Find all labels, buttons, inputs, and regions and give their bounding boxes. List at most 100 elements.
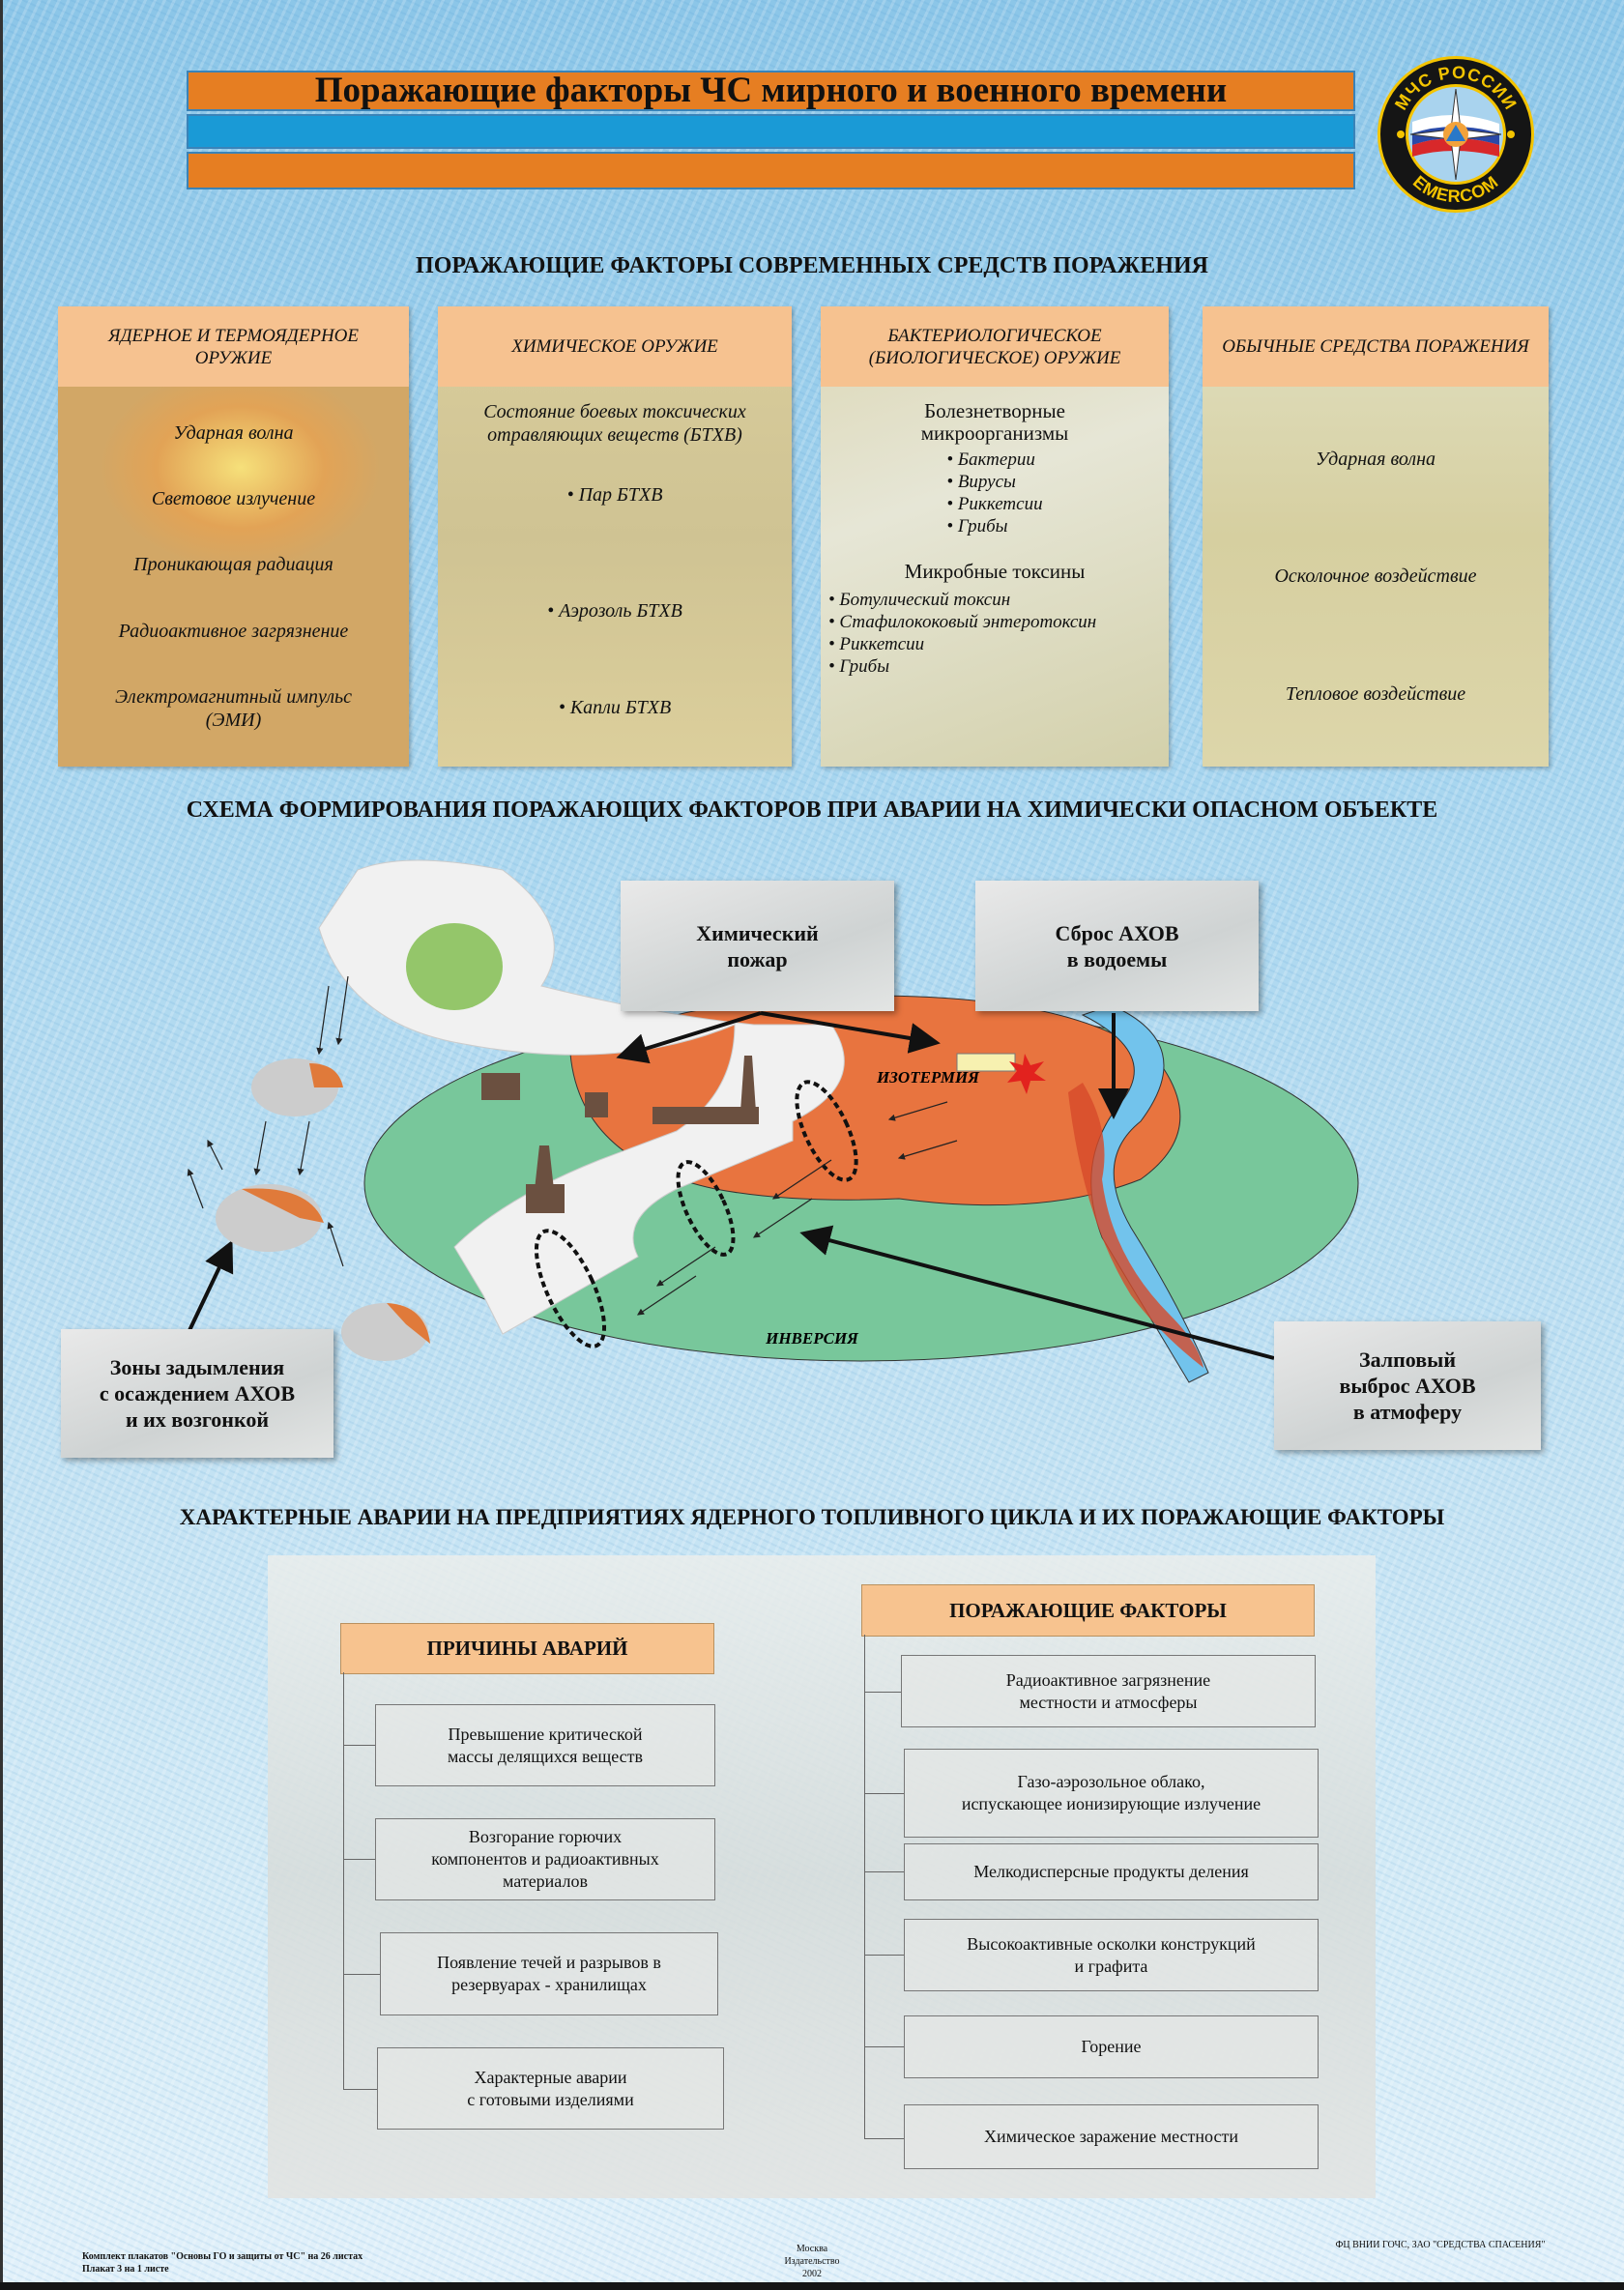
card-title: ЯДЕРНОЕ И ТЕРМОЯДЕРНОЕ ОРУЖИЕ xyxy=(58,306,409,387)
footer-line: Комплект плакатов "Основы ГО и защиты от… xyxy=(82,2251,363,2262)
connector xyxy=(864,2138,904,2139)
item-line: Горение xyxy=(1081,2037,1142,2056)
connector xyxy=(864,1955,904,1956)
card-conventional: ОБЫЧНЫЕ СРЕДСТВА ПОРАЖЕНИЯ Ударная волна… xyxy=(1203,306,1549,767)
card-chemical: ХИМИЧЕСКОЕ ОРУЖИЕ Состояние боевых токси… xyxy=(438,306,792,767)
connector xyxy=(864,2046,904,2047)
emercom-logo: МЧС РОССИИ EMERCOM xyxy=(1378,56,1534,213)
list-item: Вирусы xyxy=(946,471,1042,493)
card-nuclear: ЯДЕРНОЕ И ТЕРМОЯДЕРНОЕ ОРУЖИЕ Ударная во… xyxy=(58,306,409,767)
section-heading-weapons: ПОРАЖАЮЩИЕ ФАКТОРЫ СОВРЕМЕННЫХ СРЕДСТВ П… xyxy=(416,253,1208,278)
factor-item: Газо-аэрозольное облако, испускающее иони… xyxy=(904,1749,1319,1838)
item-line: с готовыми изделиями xyxy=(467,2089,634,2109)
green-area xyxy=(406,923,503,1010)
footer-organization: ФЦ ВНИИ ГОЧС, ЗАО "СРЕДСТВА СПАСЕНИЯ" xyxy=(1335,2240,1546,2250)
section-heading-nuclear-accidents: ХАРАКТЕРНЫЕ АВАРИИ НА ПРЕДПРИЯТИЯХ ЯДЕРН… xyxy=(179,1505,1445,1529)
factor-item: Тепловое воздействие xyxy=(1285,683,1466,706)
list-item: Риккетсии xyxy=(828,633,1096,655)
factor-item: Химическое заражение местности xyxy=(904,2104,1319,2169)
cause-item: Появление течей и разрывов в резервуарах … xyxy=(380,1932,718,2015)
item-line: материалов xyxy=(503,1871,588,1891)
smoke-clouds xyxy=(216,1058,430,1361)
page-border-bottom xyxy=(0,2282,1624,2290)
causes-connector xyxy=(343,1672,344,2090)
chemical-accident-diagram: ИЗОТЕРМИЯ ИНВЕРСИЯ xyxy=(172,859,1359,1383)
card-title: БАКТЕРИОЛОГИЧЕСКОЕ (БИОЛОГИЧЕСКОЕ) ОРУЖИ… xyxy=(821,306,1169,387)
box-line: в атмоферу xyxy=(1352,1400,1463,1424)
card-intro: Состояние боевых токсических отравляющих… xyxy=(483,401,746,446)
contaminated-water xyxy=(1068,1083,1204,1368)
footer-line: Издательство xyxy=(784,2256,840,2267)
item-line: резервуарах - хранилищах xyxy=(451,1975,647,1994)
item-line: Газо-аэрозольное облако, xyxy=(1017,1772,1205,1791)
list-item: Грибы xyxy=(828,655,1096,678)
box-line: Сброс АХОВ xyxy=(1055,920,1179,945)
item-line: испускающее ионизирующие излучение xyxy=(961,1794,1262,1813)
box-line: и их возгонкой xyxy=(125,1407,270,1432)
title-stripe-blue xyxy=(187,114,1355,149)
title-stripe-orange xyxy=(187,71,1355,111)
factor-item: Капли БТХВ xyxy=(559,696,671,719)
item-line: компонентов и радиоактивных xyxy=(431,1849,659,1869)
factor-item: Осколочное воздействие xyxy=(1274,565,1477,588)
footer-publisher: Москва Издательство 2002 xyxy=(764,2243,860,2280)
list-item: Грибы xyxy=(946,515,1042,537)
factor-item: Световое излучение xyxy=(151,488,316,510)
list-item: Ботулический токсин xyxy=(828,589,1096,611)
item-line: Возгорание горючих xyxy=(468,1827,623,1846)
connector xyxy=(343,1974,380,1975)
factor-item: Проникающая радиация xyxy=(133,554,334,576)
item-line: Химическое заражение местности xyxy=(984,2127,1238,2146)
factor-item: Ударная волна xyxy=(173,422,294,445)
item-line: Высокоактивные осколки конструкций xyxy=(967,1933,1256,1954)
connector xyxy=(343,1745,375,1746)
microorganism-list: Бактерии Вирусы Риккетсии Грибы xyxy=(946,449,1043,537)
group-title: Болезнетворные микроорганизмы xyxy=(920,399,1069,445)
box-line: с осаждением АХОВ xyxy=(99,1381,296,1406)
box-line: выброс АХОВ xyxy=(1339,1374,1476,1398)
section-heading-chemical-scheme: СХЕМА ФОРМИРОВАНИЯ ПОРАЖАЮЩИХ ФАКТОРОВ П… xyxy=(186,797,1438,823)
title-stripe-orange-bottom xyxy=(187,152,1355,189)
page-title: Поражающие факторы ЧС мирного и военного… xyxy=(314,71,1228,110)
toxin-list: Ботулический токсин Стафилококовый энтер… xyxy=(828,589,1096,678)
item-line: массы делящихся веществ xyxy=(447,1746,644,1766)
isotherm-label: ИЗОТЕРМИЯ xyxy=(876,1068,980,1087)
factor-item: Горение xyxy=(904,2015,1319,2078)
group-title: Микробные токсины xyxy=(904,560,1086,583)
list-item: Стафилококовый энтеротоксин xyxy=(828,611,1096,633)
card-biological: БАКТЕРИОЛОГИЧЕСКОЕ (БИОЛОГИЧЕСКОЕ) ОРУЖИ… xyxy=(821,306,1169,767)
explosion-icon xyxy=(1007,1054,1046,1094)
factor-item: Мелкодисперсные продукты деления xyxy=(904,1843,1319,1900)
item-line: Превышение критической xyxy=(448,1724,643,1744)
footer-line: Плакат 3 на 1 листе xyxy=(82,2264,169,2275)
box-line: Залповый xyxy=(1358,1348,1456,1372)
item-line: Характерные аварии xyxy=(474,2067,627,2087)
inversion-label: ИНВЕРСИЯ xyxy=(765,1329,859,1348)
factor-item: Ударная волна xyxy=(1315,448,1436,470)
causes-header: ПРИЧИНЫ АВАРИЙ xyxy=(340,1623,714,1674)
factor-item: Радиоактивное загрязнение xyxy=(118,620,349,642)
item-line: и графита xyxy=(1074,1956,1148,1976)
card-title: ХИМИЧЕСКОЕ ОРУЖИЕ xyxy=(438,306,792,387)
factor-item: Аэрозоль БТХВ xyxy=(547,599,682,623)
connector xyxy=(864,1793,904,1794)
item-line: Радиоактивное загрязнение xyxy=(1005,1669,1211,1690)
factor-item: Электромагнитный импульс (ЭМИ) xyxy=(114,685,353,731)
box-line: Химический xyxy=(696,920,819,945)
list-item: Бактерии xyxy=(946,449,1042,471)
box-line: Зоны задымления xyxy=(109,1355,285,1379)
box-line: пожар xyxy=(727,946,788,971)
factors-connector xyxy=(864,1635,865,2139)
footer-line: 2002 xyxy=(802,2269,822,2279)
connector xyxy=(864,1692,901,1693)
connector xyxy=(343,2089,377,2090)
footer-line: Москва xyxy=(796,2244,828,2254)
item-line: Появление течей и разрывов в xyxy=(437,1953,661,1972)
